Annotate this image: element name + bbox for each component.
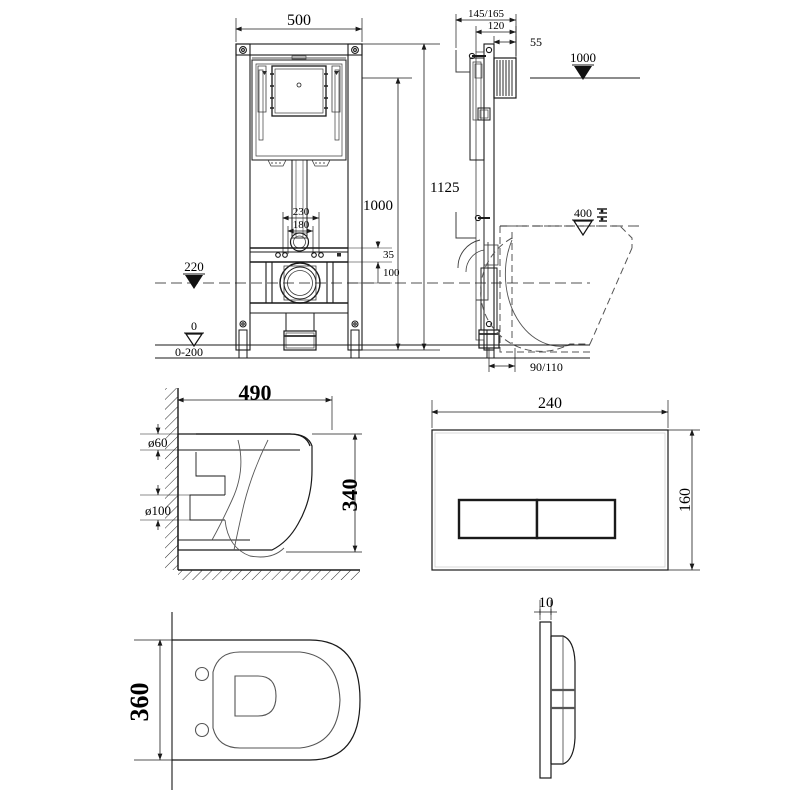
dim-plate-width: 240 (538, 395, 562, 412)
view-wc-side: 490 340 ø60 ø100 (140, 380, 362, 580)
dim-bolt-spacing-outer: 230 (293, 206, 310, 218)
fixing-hole-bottom (194, 722, 210, 738)
dim-offset-large: 100 (383, 267, 400, 279)
flush-button-small[interactable] (535, 498, 617, 540)
level-label-1000: 1000 (570, 50, 596, 65)
dim-waste-outlet: 90/110 (530, 360, 563, 374)
dim-wc-projection: 490 (239, 380, 272, 405)
level-markers: 1000 400 220 0 0-200 (175, 50, 607, 359)
view-flush-plate-side: 10 (534, 595, 576, 779)
dim-plate-depth: 55 (530, 35, 542, 49)
hollow-triangle-400 (572, 220, 594, 237)
dim-offset-small: 35 (383, 249, 395, 261)
level-label-400: 400 (574, 206, 592, 220)
view-flush-plate-front: 240 160 (431, 395, 700, 571)
dim-frame-depth-inner: 120 (488, 20, 505, 32)
dim-plate-height: 160 (677, 488, 694, 512)
dim-waste-pipe: ø100 (145, 503, 171, 518)
dim-bolt-spacing-inner: 180 (293, 219, 310, 231)
fixing-hole-top (194, 666, 210, 682)
dim-flush-pipe: ø60 (148, 435, 168, 450)
filled-triangle-1000 (574, 66, 592, 80)
dim-frame-mount-height: 1000 (363, 198, 393, 214)
view-frame-front (235, 43, 363, 359)
level-label-floor-range: 0-200 (175, 345, 203, 359)
level-label-220: 220 (184, 259, 204, 274)
dimension-group-frame: 500 1125 1000 230 180 35 100 1 (235, 8, 563, 374)
dim-plate-thickness: 10 (539, 595, 554, 611)
dim-wc-height: 340 (337, 479, 362, 512)
hollow-triangle-0 (184, 333, 204, 348)
filled-triangle-220 (185, 275, 203, 289)
dim-frame-depth-range: 145/165 (468, 8, 505, 20)
flush-buttons[interactable] (457, 498, 617, 540)
view-wc-plan: 360 (125, 612, 361, 790)
dim-wc-plan-width: 360 (125, 683, 154, 722)
level-label-0: 0 (191, 319, 197, 333)
level-symbol-hatch (597, 208, 607, 222)
flush-button-large[interactable] (457, 498, 539, 540)
dim-frame-width: 500 (287, 12, 311, 29)
dim-frame-overall-height: 1125 (430, 180, 459, 196)
